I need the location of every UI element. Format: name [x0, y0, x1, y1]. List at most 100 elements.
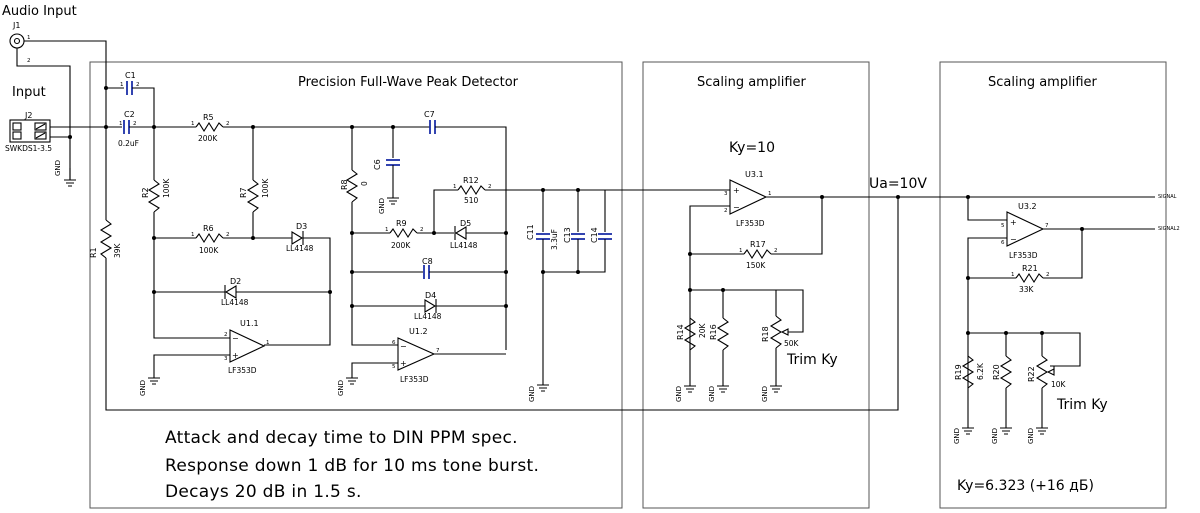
svg-text:2: 2	[488, 184, 492, 190]
d4-value: LL4148	[414, 312, 442, 321]
r12-value: 510	[464, 196, 479, 205]
svg-text:2: 2	[1046, 272, 1050, 278]
c14-ref: C14	[590, 227, 599, 243]
c2-ref: C2	[124, 110, 135, 119]
r22-value: 10K	[1051, 380, 1067, 389]
u1-1-ref: U1.1	[240, 319, 259, 328]
svg-text:2: 2	[226, 232, 230, 238]
d2-value: LL4148	[221, 298, 249, 307]
r21-value: 33K	[1019, 285, 1035, 294]
c13-ref: C13	[563, 227, 572, 243]
r5-ref: R5	[203, 113, 214, 122]
svg-text:GND: GND	[991, 428, 999, 444]
u3-2-value: LF353D	[1009, 251, 1038, 260]
d2-ref: D2	[230, 277, 241, 286]
opamp-u3-1-icon	[729, 179, 768, 215]
d3-ref: D3	[296, 222, 307, 231]
u3-2-ref: U3.2	[1018, 202, 1037, 211]
r7-value: 100K	[261, 178, 270, 198]
scaling-amplifier-block-1	[642, 61, 870, 509]
u1-2-value: LF353D	[400, 375, 429, 384]
svg-text:2: 2	[27, 58, 31, 64]
ua-label: Ua=10V	[869, 176, 927, 192]
r7-ref: R7	[239, 187, 248, 198]
c1-ref: C1	[125, 71, 136, 80]
opamp-u1-1-icon	[229, 329, 266, 363]
input-label: Input	[12, 85, 46, 100]
signal-out-1: SIGNAL	[1158, 194, 1177, 200]
d3-value: LL4148	[286, 244, 314, 253]
svg-text:GND: GND	[708, 386, 716, 402]
r22-ref: R22	[1027, 366, 1036, 382]
c11-ref: C11	[526, 224, 535, 240]
ground-symbol	[148, 377, 160, 385]
svg-text:−: −	[733, 203, 740, 212]
svg-text:GND: GND	[1027, 428, 1035, 444]
d5-ref: D5	[460, 219, 471, 228]
note-line-3: Decays 20 dB in 1.5 s.	[165, 482, 362, 502]
ground-symbol	[346, 377, 358, 385]
svg-text:2: 2	[224, 332, 228, 338]
svg-text:2: 2	[774, 248, 778, 254]
u1-1-value: LF353D	[228, 366, 257, 375]
d4-ref: D4	[425, 291, 436, 300]
u1-2-ref: U1.2	[409, 327, 428, 336]
r18-ref: R18	[761, 326, 770, 342]
r1-value: 39K	[113, 242, 122, 258]
svg-text:6: 6	[392, 340, 396, 346]
svg-text:1: 1	[191, 232, 195, 238]
trim-ky-label-2: Trim Ky	[1056, 397, 1108, 413]
peak-detector-title: Precision Full-Wave Peak Detector	[298, 75, 519, 90]
r17-ref: R17	[750, 240, 766, 249]
svg-text:1: 1	[120, 82, 124, 88]
svg-text:−: −	[232, 334, 239, 343]
r8-value: 0	[360, 181, 369, 186]
svg-text:7: 7	[436, 348, 440, 354]
r17-value: 150K	[746, 261, 766, 270]
svg-text:GND: GND	[953, 428, 961, 444]
j1-ref: J1	[12, 21, 20, 30]
ground-symbol	[770, 385, 782, 393]
svg-text:7: 7	[1045, 223, 1049, 229]
c6-ref: C6	[373, 159, 382, 170]
c2-value: 0.2uF	[118, 139, 139, 148]
ground-symbol	[537, 384, 549, 392]
r2-ref: R2	[141, 187, 150, 198]
ground-symbol	[1036, 427, 1048, 435]
svg-text:1: 1	[191, 121, 195, 127]
svg-text:−: −	[1010, 235, 1017, 244]
r19-value: 6.2K	[976, 362, 985, 380]
svg-text:GND: GND	[528, 386, 536, 402]
scaling-amplifier-title-1: Scaling amplifier	[697, 75, 807, 90]
ky-label-1: Ky=10	[729, 140, 775, 156]
svg-text:2: 2	[420, 227, 424, 233]
svg-text:+: +	[232, 351, 239, 360]
ground-symbol	[64, 168, 76, 187]
svg-text:3: 3	[224, 356, 228, 362]
ground-symbol	[962, 427, 974, 435]
svg-text:2: 2	[133, 121, 137, 127]
r19-ref: R19	[954, 364, 963, 380]
j2-ref: J2	[24, 111, 32, 120]
svg-text:GND: GND	[675, 386, 683, 402]
r12-ref: R12	[463, 176, 479, 185]
svg-text:1: 1	[453, 184, 457, 190]
scaling-amplifier-block-2	[939, 61, 1167, 509]
r9-ref: R9	[396, 219, 407, 228]
r18-value: 50K	[784, 339, 800, 348]
svg-text:3: 3	[724, 191, 728, 197]
svg-text:GND: GND	[761, 386, 769, 402]
c7-ref: C7	[424, 110, 435, 119]
peak-detector-block	[89, 61, 623, 509]
opamp-u1-2-icon	[397, 337, 436, 371]
audio-input-label: Audio Input	[2, 4, 77, 19]
svg-text:5: 5	[392, 364, 396, 370]
r1-ref: R1	[89, 247, 98, 258]
r5-value: 200K	[198, 134, 218, 143]
r2-value: 100K	[162, 178, 171, 198]
ground-symbol	[717, 385, 729, 393]
terminal-block-icon	[9, 119, 51, 143]
svg-text:1: 1	[768, 191, 772, 197]
audio-jack-icon	[9, 33, 25, 49]
